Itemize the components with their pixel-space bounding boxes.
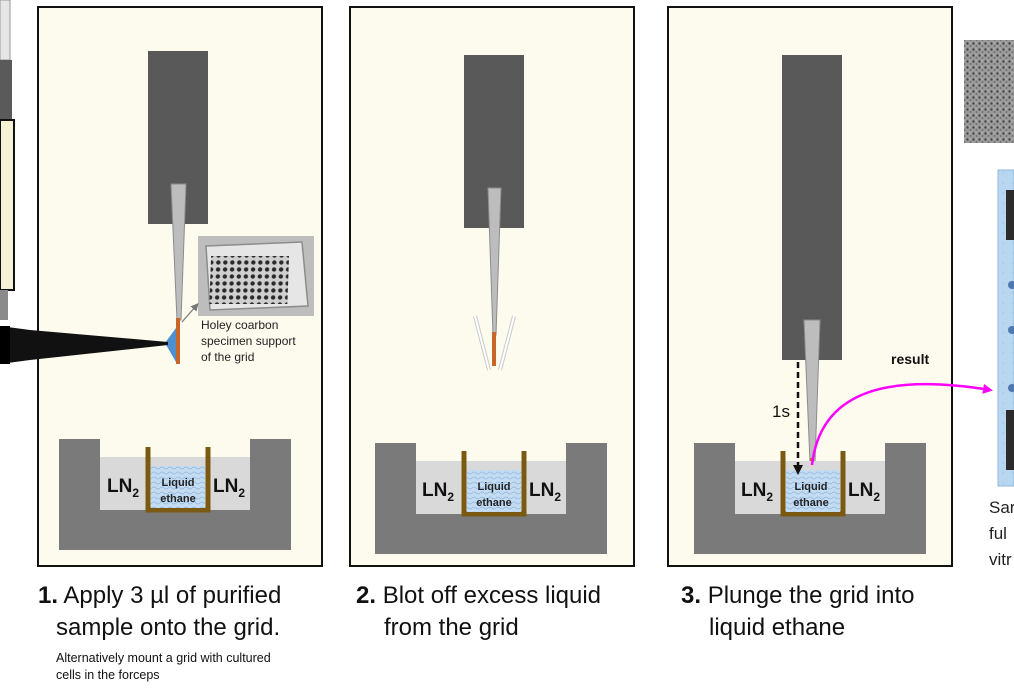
step-text-line-1: Apply 3 µl of purified xyxy=(63,582,282,609)
ethane-label-1: Liquid xyxy=(162,477,195,489)
ethane-label-1: Liquid xyxy=(478,481,511,493)
caption-step-2: 2. Blot off excess liquid from the grid xyxy=(356,580,646,644)
panel-2: LN2 LN2 Liquid ethane xyxy=(349,6,635,567)
result-label: result xyxy=(891,351,929,367)
step-text-line-2: liquid ethane xyxy=(709,614,846,641)
forceps xyxy=(170,183,187,321)
ln2-label-left: LN2 xyxy=(107,476,139,500)
ln2-label-right: LN2 xyxy=(848,480,880,504)
fragment-line-2: ful xyxy=(989,524,1007,543)
callout-line-1: Holey coarbon xyxy=(201,318,278,332)
panel-3: 1s LN2 LN2 Liquid ethane xyxy=(667,6,953,567)
fragment-line-3: vitr xyxy=(989,550,1012,569)
step-text-line-2: sample onto the grid. xyxy=(56,614,281,641)
ethane-label-2: ethane xyxy=(793,497,828,509)
step-text-line-1: Blot off excess liquid xyxy=(382,582,602,609)
step-number: 1. xyxy=(38,582,59,609)
ln2-label-right: LN2 xyxy=(213,476,245,500)
ln2-label-left: LN2 xyxy=(422,480,454,504)
dewar-3 xyxy=(694,443,926,554)
micrograph-fragment xyxy=(964,40,1014,143)
right-caption-fragment: Sar ful vitr xyxy=(989,495,1014,573)
dewar-1 xyxy=(59,439,291,550)
ethane-label-2: ethane xyxy=(160,493,195,505)
callout-arrow xyxy=(181,302,199,323)
ethane-label-1: Liquid xyxy=(795,481,828,493)
grid xyxy=(492,332,496,366)
panel-1: Holey coarbon specimen support of the gr… xyxy=(0,6,323,567)
ln2-label-left: LN2 xyxy=(741,480,773,504)
time-label: 1s xyxy=(772,402,790,421)
grid-micrograph-inset xyxy=(198,236,314,316)
caption-step-1: 1. Apply 3 µl of purified sample onto th… xyxy=(38,580,338,684)
pipette xyxy=(0,326,168,364)
vitrified-sample-fragment xyxy=(997,169,1014,487)
step-number: 3. xyxy=(681,582,702,609)
dewar-2 xyxy=(375,443,607,554)
callout-line-2: specimen support xyxy=(201,334,296,348)
right-edge-fragment xyxy=(964,40,1014,487)
caption-step-3: 3. Plunge the grid into liquid ethane xyxy=(681,580,971,644)
step-text-line-2: from the grid xyxy=(384,614,519,641)
step-note-line-2: cells in the forceps xyxy=(56,668,160,682)
left-edge-device xyxy=(0,0,15,320)
step-note-line-1: Alternatively mount a grid with cultured xyxy=(56,651,271,665)
blotting-papers xyxy=(473,315,516,371)
callout-line-3: of the grid xyxy=(201,350,254,364)
grid xyxy=(176,318,180,364)
step-number: 2. xyxy=(356,582,377,609)
ln2-label-right: LN2 xyxy=(529,480,561,504)
fragment-line-1: Sar xyxy=(989,498,1014,517)
step-text-line-1: Plunge the grid into xyxy=(707,582,915,609)
result-arrow xyxy=(810,382,993,466)
ethane-label-2: ethane xyxy=(476,497,511,509)
sample-drop xyxy=(165,328,176,362)
plunger-rod xyxy=(782,55,842,360)
